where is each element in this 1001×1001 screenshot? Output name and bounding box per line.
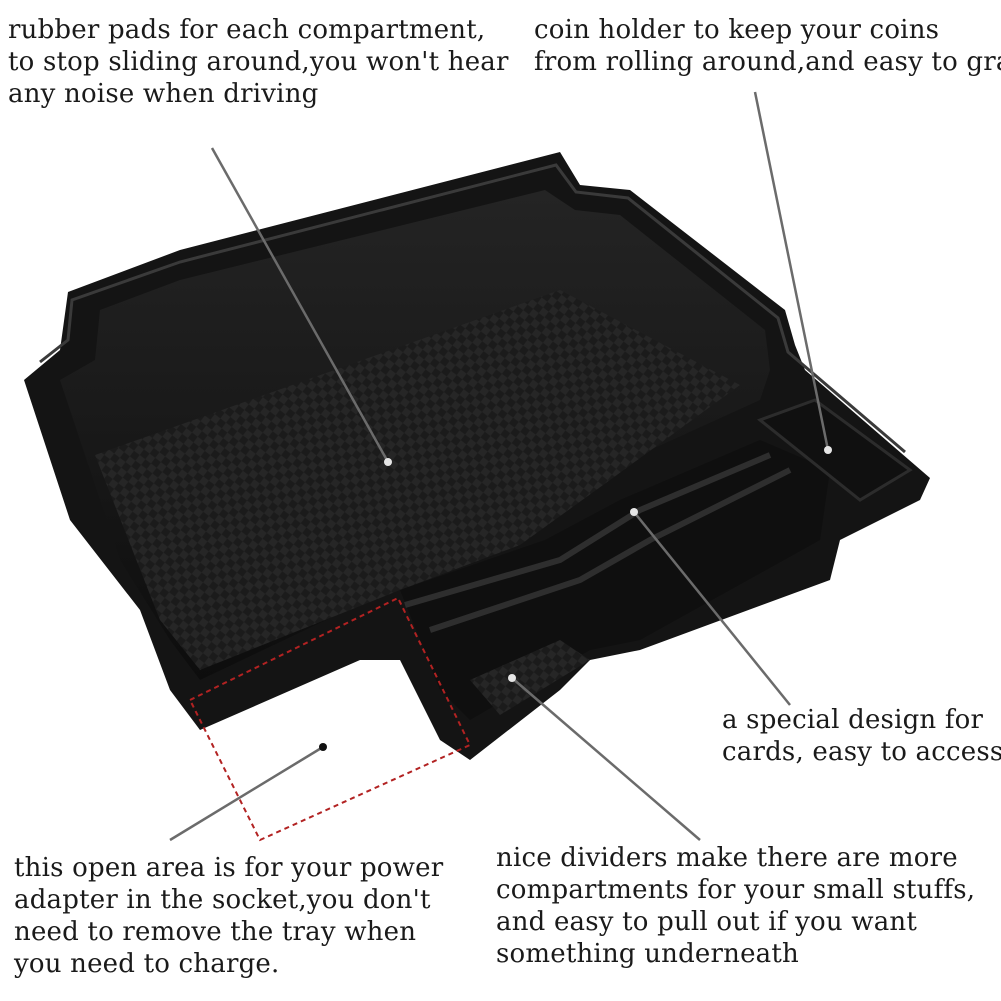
caption-line: and easy to pull out if you want [496,907,918,937]
caption-line: need to remove the tray when [14,917,417,947]
caption-line: to stop sliding around,you won't hear [8,47,509,77]
rubber-mat [95,290,740,670]
caption-line: rubber pads for each compartment, [8,15,486,45]
caption-line: compartments for your small stuffs, [496,875,976,905]
caption-line: coin holder to keep your coins [534,15,940,45]
caption-rubber-pads: rubber pads for each compartment, to sto… [8,14,509,110]
caption-line: you need to charge. [14,949,280,979]
tray-rim [39,163,906,454]
caption-line: something underneath [496,939,799,969]
caption-line: this open area is for your power [14,853,444,883]
divider-wall-1 [404,452,772,608]
card-slot-mat [470,640,590,715]
caption-card-slot: a special design for cards, easy to acce… [722,704,1001,768]
caption-line: any noise when driving [8,79,319,109]
caption-line: adapter in the socket,you don't [14,885,431,915]
leader-lines [169,91,830,842]
coin-holder-compartment [756,398,913,502]
divider-wall-2 [429,467,792,633]
caption-coin-holder: coin holder to keep your coins from roll… [534,14,1001,78]
leader-dots [384,446,832,682]
caption-line: cards, easy to access [722,737,1001,767]
caption-line: a special design for [722,705,984,735]
divider-compartment-front [400,440,830,720]
caption-line: nice dividers make there are more [496,843,958,873]
caption-dividers: nice dividers make there are more compar… [496,842,975,970]
open-area-dot [319,743,327,751]
caption-open-area: this open area is for your power adapter… [14,852,443,980]
open-area-outline [188,596,472,842]
caption-line: from rolling around,and easy to grab [534,47,1001,77]
